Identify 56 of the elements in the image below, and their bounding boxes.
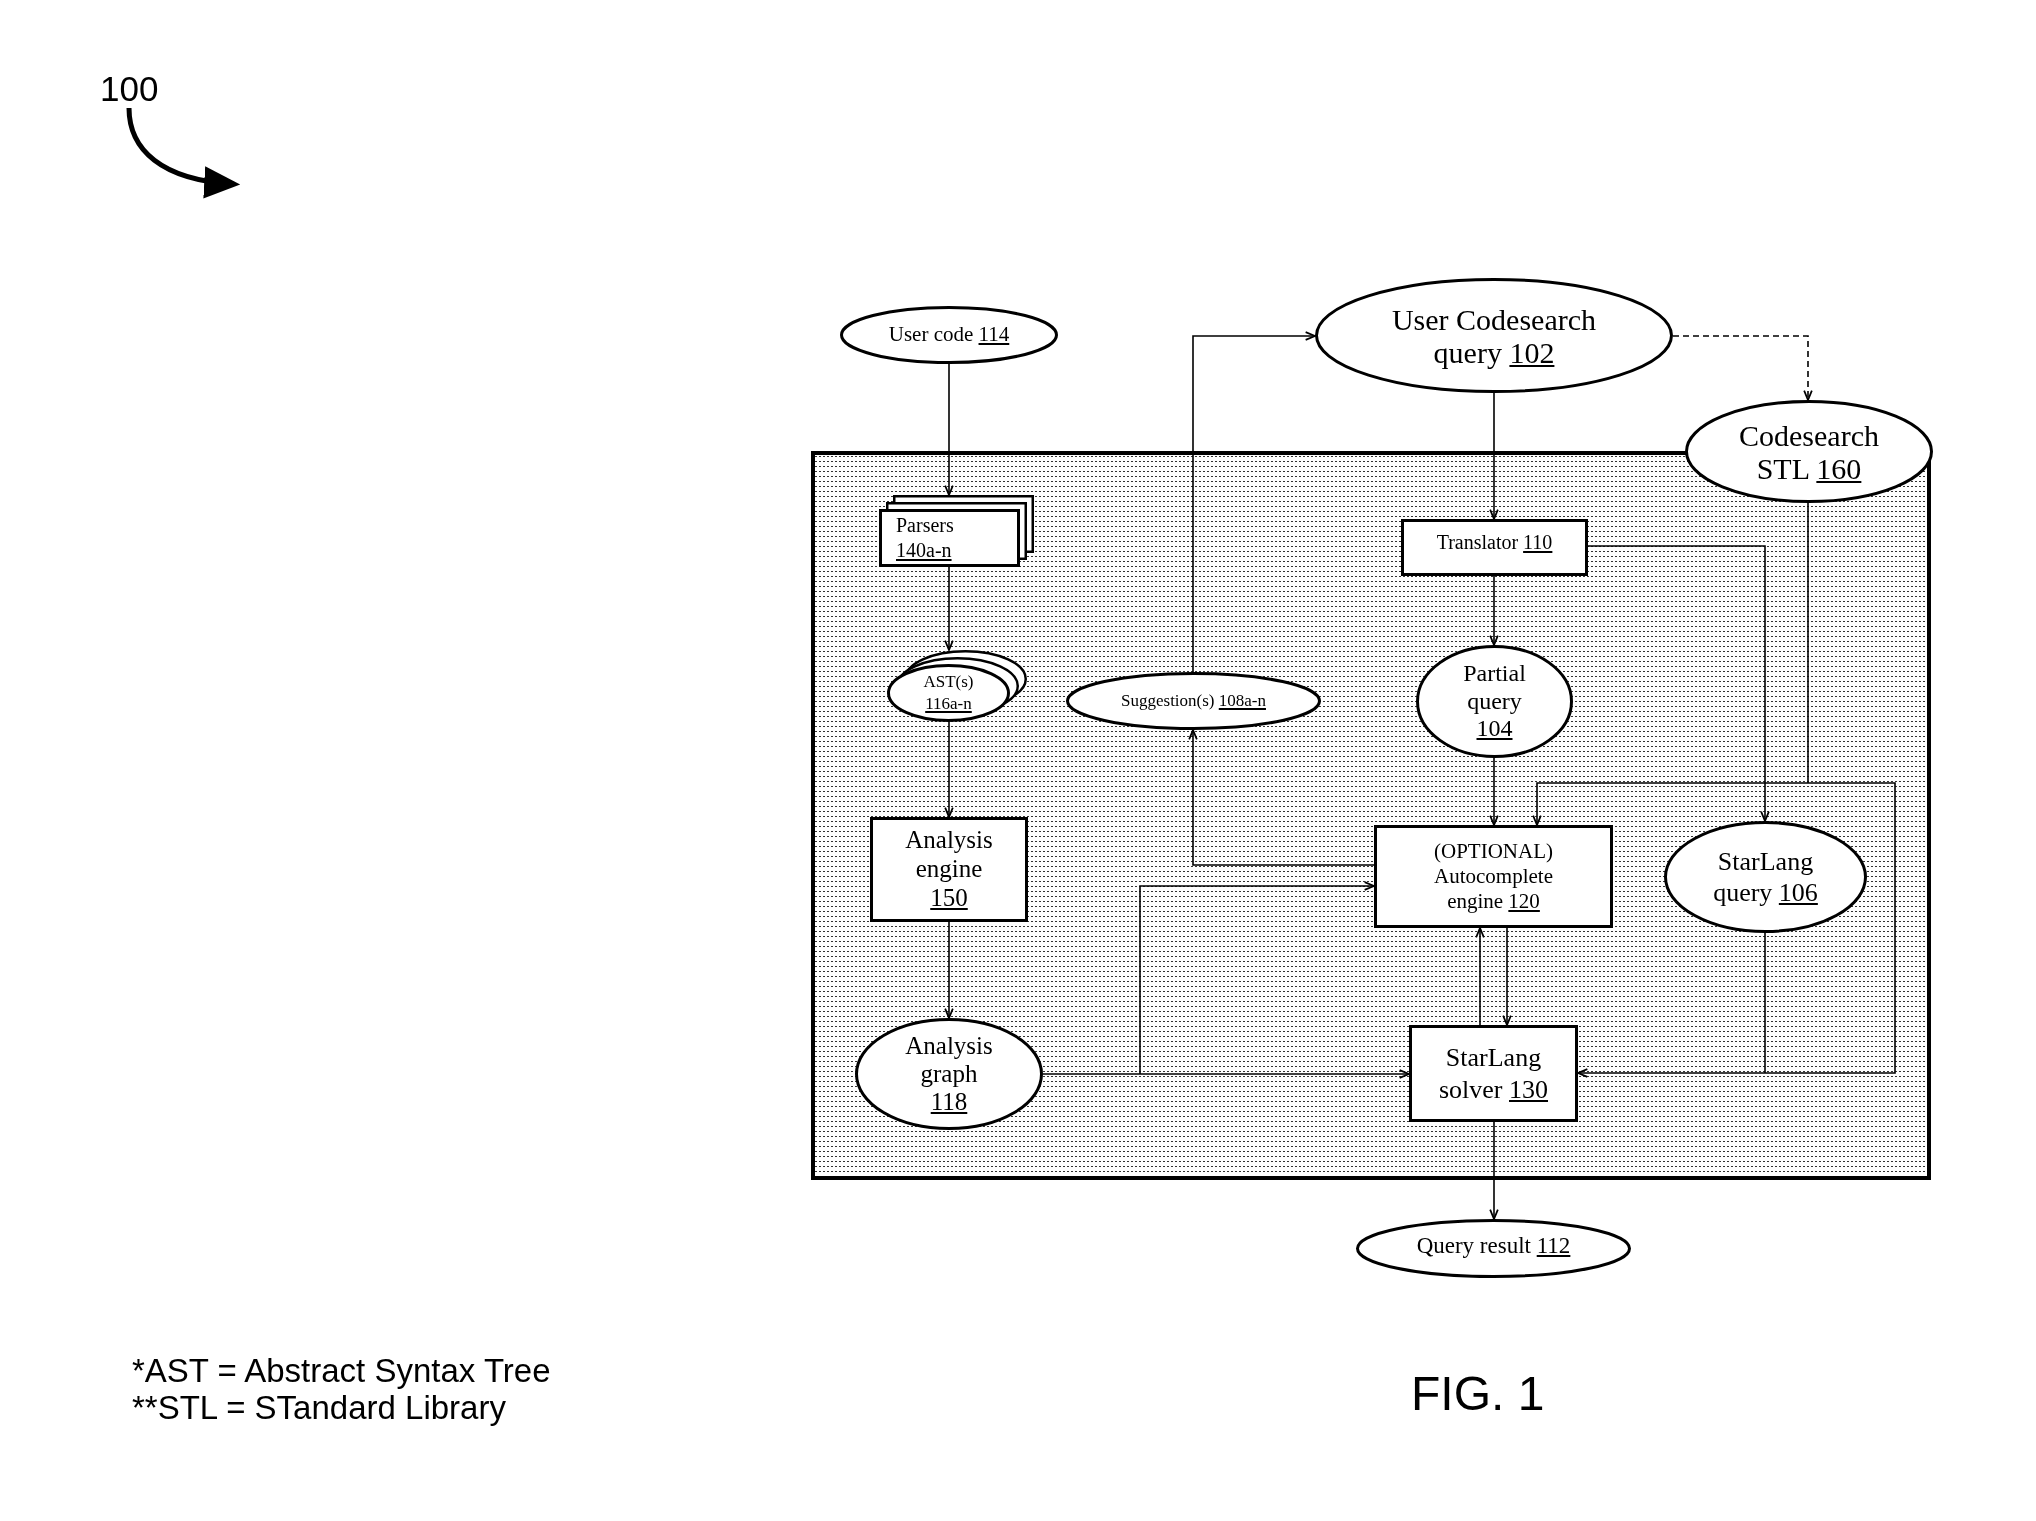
arrow: [944, 363, 954, 496]
dashed-arrow: [1672, 335, 1813, 401]
arrow: [1188, 729, 1375, 866]
arrow: [944, 566, 954, 651]
footnote: **STL = STandard Library: [132, 1389, 506, 1427]
node-label: Translator 110: [1436, 529, 1553, 554]
arrow: [944, 921, 954, 1019]
process-box: [1374, 825, 1613, 928]
process-box: [1401, 519, 1588, 576]
figure-caption: FIG. 1: [1411, 1366, 1545, 1422]
node-label: StarLang solver 130: [1438, 1042, 1549, 1105]
oval-node: [840, 306, 1058, 364]
oval-node: [1356, 1219, 1631, 1278]
node-label: Parsers 140a-n: [896, 513, 955, 563]
arrow: [944, 721, 954, 818]
node-label: (OPTIONAL) Autocomplete engine 120: [1433, 838, 1554, 915]
arrow: [1489, 1121, 1499, 1220]
oval-node: [855, 1018, 1043, 1130]
oval-node: [1066, 672, 1321, 730]
node-label: Suggestion(s) 108a-n: [1120, 690, 1267, 712]
process-box: [1409, 1025, 1578, 1122]
node-label: StarLang query 106: [1712, 845, 1819, 909]
arrow: [1532, 782, 1809, 826]
oval-node: [1315, 278, 1673, 393]
arrow: [1139, 1069, 1410, 1079]
node-label: Partial query 104: [1462, 660, 1527, 743]
oval-node: [1664, 821, 1867, 933]
connector-line: [1042, 1073, 1141, 1075]
oval-node: [1416, 645, 1573, 758]
connector-line: [1807, 502, 1809, 784]
oval-node: [1685, 400, 1933, 503]
node-label: AST(s) 116a-n: [922, 670, 975, 715]
arrow: [1502, 927, 1512, 1026]
reference-numeral: 100: [100, 70, 162, 108]
node-label: Analysis engine 150: [904, 826, 994, 913]
arrow: [1489, 757, 1499, 826]
arrow: [1475, 927, 1485, 1026]
arrow: [1587, 545, 1770, 822]
connector-line: [1764, 782, 1896, 1074]
process-box: [870, 817, 1028, 922]
stacked-ovals: [887, 650, 1027, 722]
arrow: [1577, 1068, 1766, 1078]
arrow: [1489, 575, 1499, 646]
arrow: [1192, 331, 1316, 673]
arrow: [1139, 881, 1375, 1075]
footnote: *AST = Abstract Syntax Tree: [132, 1352, 551, 1390]
curved-arrow: [126, 107, 241, 198]
node-label: User code 114: [888, 322, 1010, 348]
node-label: Analysis graph 118: [904, 1032, 994, 1116]
connector-line: [1764, 932, 1766, 1074]
shaded-boundary-box: [811, 451, 1931, 1180]
node-label: Query result 112: [1416, 1231, 1571, 1260]
arrow: [1489, 392, 1499, 520]
stacked-process-boxes: [879, 495, 1034, 567]
node-label: User Codesearch query 102: [1391, 302, 1597, 369]
node-label: Codesearch STL 160: [1738, 418, 1880, 485]
